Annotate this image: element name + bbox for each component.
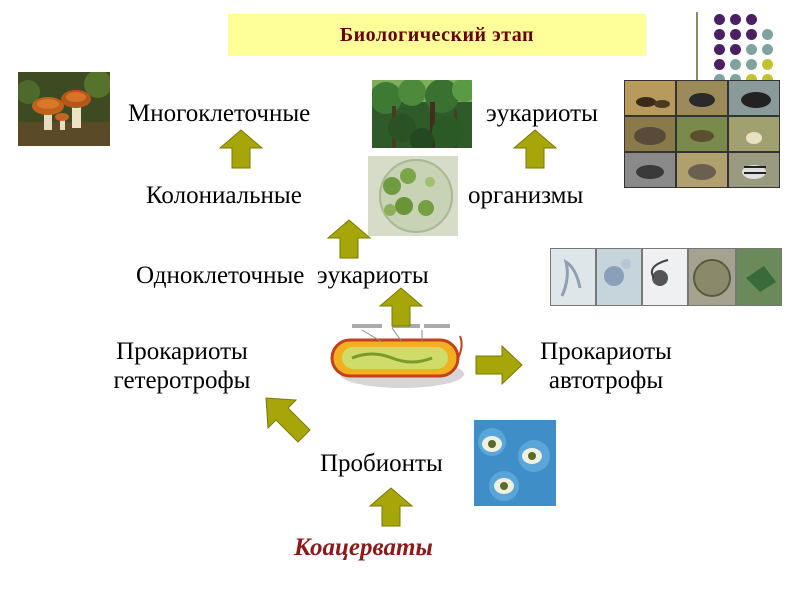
probiont-cells-photo: [474, 420, 556, 506]
label-prokaryotes-autotrophs: Прокариоты автотрофы: [518, 338, 694, 396]
label-colonial: Колониальные: [146, 182, 302, 209]
arrow-right-autotrophs: [475, 344, 523, 386]
title-banner: Биологический этап: [228, 14, 646, 56]
label-multicellular: Многоклеточные: [128, 100, 311, 127]
decor-divider: [696, 12, 698, 82]
protists-strip: [550, 248, 782, 306]
label-prokaryotes-right-line2: автотрофы: [548, 366, 664, 394]
label-eukaryotes-top: эукариоты: [486, 100, 598, 127]
label-coacervates: Коацерваты: [294, 534, 433, 561]
label-prokaryotes-left-line1: Прокариоты: [116, 338, 248, 365]
bacterium-diagram: [322, 322, 468, 392]
arrow-up-multicellular: [218, 129, 264, 169]
arrow-up-probionts: [368, 487, 414, 527]
arrow-diagonal-heterotrophs: [265, 397, 311, 443]
volvox-colony-photo: [368, 156, 458, 236]
animals-collage: [624, 80, 780, 188]
label-organisms: организмы: [468, 182, 584, 209]
forest-photo: [372, 80, 472, 148]
arrow-up-colonial: [326, 219, 372, 259]
label-prokaryotes-right-line1: Прокариоты: [540, 338, 672, 365]
decor-dots: [700, 10, 790, 90]
arrow-up-eukaryotes: [512, 129, 558, 169]
mushrooms-photo: [18, 72, 110, 146]
label-prokaryotes-left-line2: гетеротрофы: [113, 366, 251, 394]
page-title: Биологический этап: [339, 23, 535, 46]
label-unicellular: Одноклеточные эукариоты: [136, 262, 429, 289]
label-prokaryotes-heterotrophs: Прокариоты гетеротрофы: [92, 338, 272, 396]
label-probionts: Пробионты: [320, 450, 443, 477]
arrow-up-unicellular: [378, 287, 424, 327]
